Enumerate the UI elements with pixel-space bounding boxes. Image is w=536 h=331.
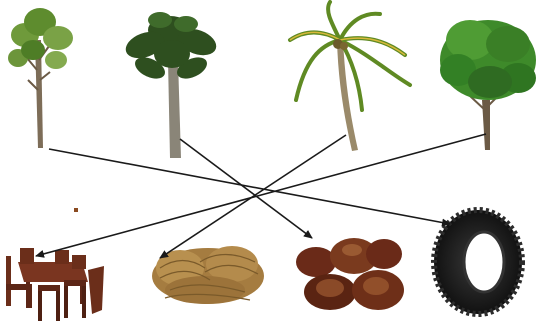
matching-arrows <box>36 134 486 258</box>
rubber-tree-icon <box>8 8 73 148</box>
palmyra-palm-icon <box>122 12 220 158</box>
arrow-teak-to-furniture <box>36 134 486 256</box>
coconut-palm-icon <box>290 2 410 151</box>
tyre-icon <box>434 210 522 314</box>
dining-set-icon <box>6 248 104 321</box>
palm-jaggery-icon <box>296 238 404 310</box>
arrow-palmyra-to-jaggery <box>180 139 312 238</box>
wood-chip-dot <box>74 208 78 212</box>
teak-tree-icon <box>440 20 536 150</box>
coir-rope-icon <box>152 246 264 304</box>
